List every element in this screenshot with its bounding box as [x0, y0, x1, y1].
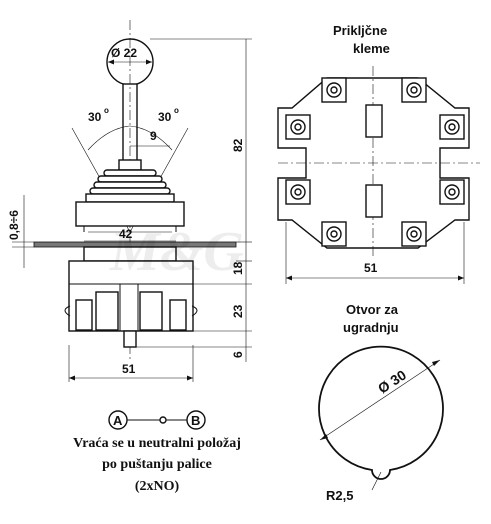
- degree-left: o: [104, 106, 109, 115]
- collar: [118, 159, 142, 171]
- note-line1: Vraća se u neutralni položaj: [73, 436, 241, 451]
- contact-note: A B Vraća se u neutralni položaj po pušt…: [73, 410, 241, 494]
- hole-diameter-line: [319, 359, 441, 441]
- terminal-left: [75, 299, 93, 331]
- note-line2: po puštanju palice: [102, 457, 212, 472]
- terminal-view: Prikljčne kleme 51: [277, 23, 480, 284]
- terminal-mid-right: [139, 291, 163, 331]
- terminals-title-line2: kleme: [353, 41, 390, 56]
- bellows: [85, 169, 175, 203]
- neutral-point: [159, 416, 167, 424]
- contact-a-label: A: [113, 413, 123, 428]
- contact-b-label: B: [191, 413, 200, 428]
- terminal-width-label: 51: [364, 261, 378, 275]
- terminals-title-line1: Prikljčne: [333, 23, 387, 38]
- mounting-hole-view: Otvor za ugradnju Ø 30 R2,5: [318, 302, 444, 503]
- terminal-right: [169, 299, 187, 331]
- hole-radius-label: R2,5: [326, 488, 353, 503]
- terminal-mid-left: [95, 291, 119, 331]
- slot-top: [365, 104, 383, 138]
- screw-terminals: [285, 77, 465, 247]
- opening-title-line2: ugradnju: [343, 320, 399, 335]
- degree-right: o: [174, 106, 179, 115]
- body-width-label: 51: [122, 362, 136, 376]
- angle-right-label: 30: [158, 110, 172, 124]
- panel-thickness-label: 0,8÷6: [7, 210, 21, 240]
- angle-left-label: 30: [88, 110, 102, 124]
- watermark: M&G: [109, 221, 244, 283]
- opening-title-line1: Otvor za: [346, 302, 399, 317]
- angle-arc-left: [87, 125, 131, 151]
- slot-bottom: [365, 184, 383, 218]
- body-upper-label: 18: [231, 261, 245, 275]
- contact-b-circle: [186, 410, 206, 430]
- note-line3: (2xNO): [135, 479, 180, 494]
- body-lower-label: 23: [231, 304, 245, 318]
- angle-arc-right: [129, 125, 173, 151]
- pin-length-label: 6: [231, 351, 245, 358]
- flange-width-label: 42: [119, 227, 133, 241]
- mounting-hole-outline: [318, 345, 444, 480]
- knob-diameter-label: Ø 22: [111, 46, 137, 60]
- offset-label: 9: [150, 129, 157, 143]
- total-height-label: 82: [231, 138, 245, 152]
- pin: [123, 330, 137, 348]
- side-view: Ø 22 30 o 30 o 9 42: [7, 20, 252, 382]
